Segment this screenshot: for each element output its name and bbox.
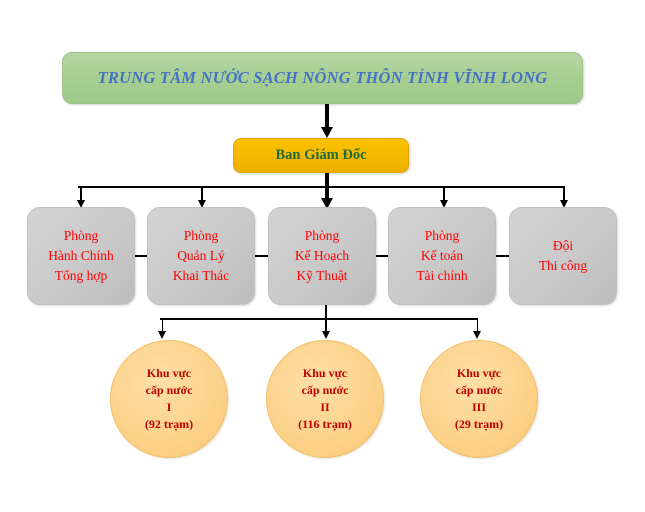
department-label-line: Phòng [63, 228, 99, 243]
region-label-line: Khu vực [456, 366, 502, 380]
department-label-line: Kế Hoạch [294, 248, 350, 263]
connector-drop-region-3 [476, 318, 479, 332]
region-label-line: cấp nước [145, 383, 193, 397]
department-label-line: Khai Thác [172, 268, 230, 283]
connector-drop-dept-3 [325, 186, 329, 199]
region-label-line: (29 trạm) [454, 417, 504, 431]
arrow-region-2 [321, 331, 330, 339]
department-label-line: Phòng [183, 228, 219, 243]
connector-drop-region-1 [161, 318, 164, 332]
organization-title-box: TRUNG TÂM NƯỚC SẠCH NÔNG THÔN TỈNH VĨNH … [62, 52, 583, 104]
arrow-region-3 [472, 331, 481, 339]
connector-director-stem [325, 173, 329, 187]
connector-drop-region-2 [325, 318, 327, 332]
organization-title-text: TRUNG TÂM NƯỚC SẠCH NÔNG THÔN TỈNH VĨNH … [97, 68, 548, 87]
region-circle-3: Khu vực cấp nước III (29 trạm) [420, 340, 538, 458]
region-label-line: (116 trạm) [298, 417, 352, 431]
connector-dept-3-4 [374, 255, 396, 257]
region-circle-2: Khu vực cấp nước II (116 trạm) [266, 340, 384, 458]
department-label-line: Phòng [424, 228, 460, 243]
department-box-ke-hoach-ky-thuat: Phòng Kế Hoạch Kỹ Thuật [268, 207, 376, 305]
region-label-line: cấp nước [455, 383, 503, 397]
department-box-quan-ly-khai-thac: Phòng Quản Lý Khai Thác [147, 207, 255, 305]
connector-title-to-director [325, 104, 329, 127]
region-label-line: I [166, 400, 172, 414]
department-label-line: Kỹ Thuật [296, 268, 348, 283]
region-circle-1: Khu vực cấp nước I (92 trạm) [110, 340, 228, 458]
arrow-dept-5 [559, 200, 568, 208]
arrow-dept-1 [76, 200, 85, 208]
connector-dept-2-3 [254, 255, 276, 257]
connector-regions-bus [160, 318, 478, 320]
connector-drop-dept-2 [201, 186, 203, 201]
connector-dept-4-5 [495, 255, 517, 257]
connector-departments-bus [78, 186, 565, 188]
region-label-line: II [320, 400, 330, 414]
department-label-line: Thi công [538, 258, 588, 273]
connector-dept-1-2 [133, 255, 156, 257]
region-label-line: cấp nước [301, 383, 349, 397]
department-box-ke-toan-tai-chinh: Phòng Kế toán Tài chính [388, 207, 496, 305]
department-box-hanh-chinh-tong-hop: Phòng Hành Chính Tổng hợp [27, 207, 135, 305]
region-label-line: Khu vực [302, 366, 348, 380]
region-label-line: (92 trạm) [144, 417, 194, 431]
department-label-line: Quản Lý [177, 248, 225, 263]
connector-regions-stem [325, 305, 327, 319]
department-label-line: Đội [552, 238, 574, 253]
region-label-line: III [471, 400, 486, 414]
department-label-line: Tổng hợp [54, 268, 108, 283]
connector-drop-dept-4 [443, 186, 445, 201]
department-label-line: Hành Chính [48, 248, 114, 263]
arrow-region-1 [157, 331, 166, 339]
director-label: Ban Giám Đốc [275, 147, 367, 163]
department-label-line: Phòng [304, 228, 340, 243]
department-box-doi-thi-cong: Đội Thi công [509, 207, 617, 305]
arrow-dept-2 [197, 200, 206, 208]
arrow-title-to-director [320, 127, 333, 138]
arrow-dept-4 [439, 200, 448, 208]
director-box: Ban Giám Đốc [233, 138, 409, 173]
department-label-line: Kế toán [420, 248, 464, 263]
arrow-dept-3 [320, 198, 333, 209]
department-label-line: Tài chính [416, 268, 468, 283]
region-label-line: Khu vực [146, 366, 192, 380]
connector-drop-dept-5 [563, 186, 565, 201]
connector-drop-dept-1 [80, 186, 82, 201]
